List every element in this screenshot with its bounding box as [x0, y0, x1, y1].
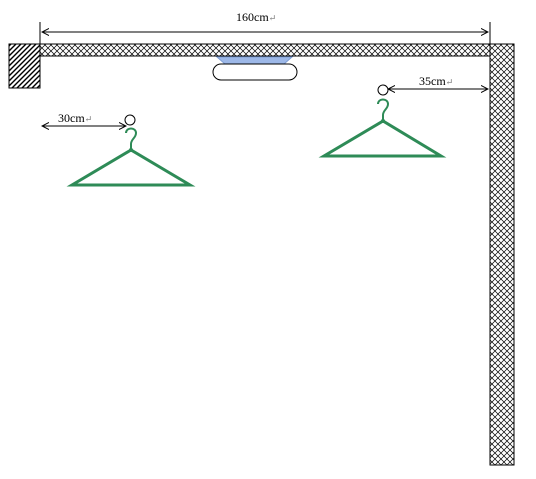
right-hanger [318, 84, 447, 158]
left-hanger-body-icon [66, 148, 196, 187]
right-hanger-body-icon [318, 119, 447, 158]
right-wall [489, 43, 515, 466]
left-hanger-hook-icon [125, 127, 138, 149]
dimension-total-width: 160cm↵ [39, 10, 491, 44]
ceiling-lamp-icon [212, 56, 298, 81]
left-hanger [66, 114, 196, 187]
dimension-right-hook: 35cm↵ [388, 74, 488, 89]
right-hook-offset-label: 35cm↵ [419, 74, 453, 88]
dimension-left-hook: 30cm↵ [42, 111, 126, 126]
ceiling-beam [39, 43, 515, 57]
right-hook-ring-icon [377, 84, 389, 96]
wall-anchor-block [8, 43, 41, 89]
right-hanger-hook-icon [377, 98, 390, 120]
left-hook-ring-icon [124, 114, 136, 126]
left-hook-offset-label: 30cm↵ [58, 111, 92, 125]
total-width-label: 160cm↵ [236, 10, 276, 24]
